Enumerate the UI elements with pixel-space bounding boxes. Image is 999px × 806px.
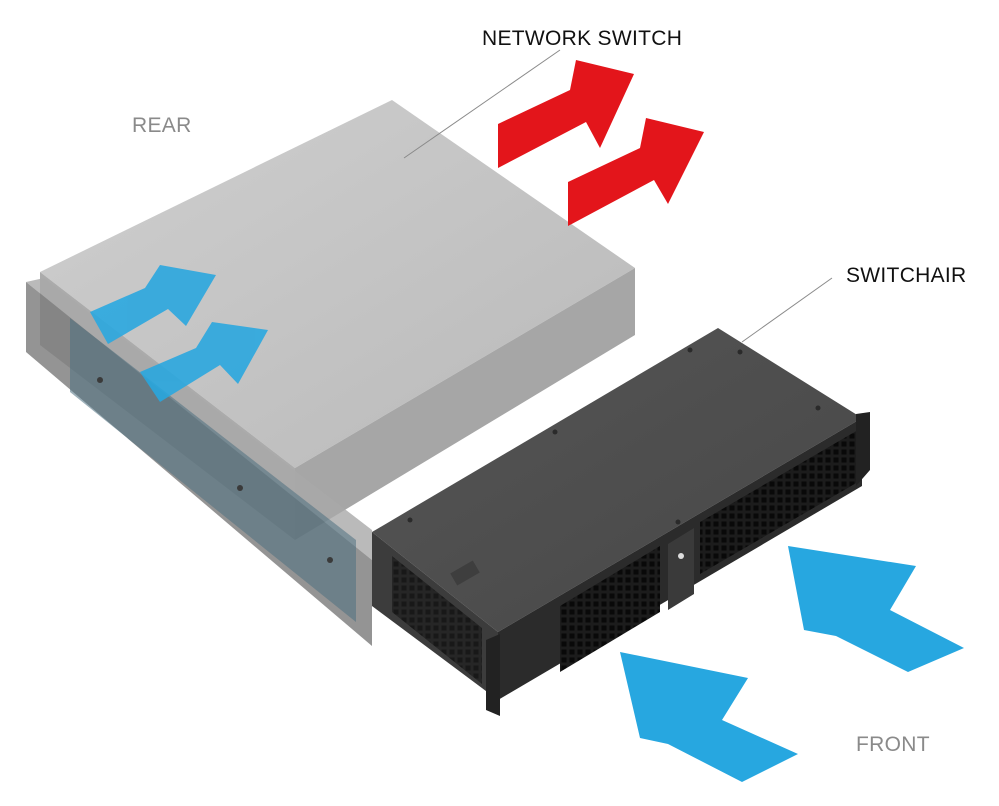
rack-rail [26,278,372,646]
switchair-connector [450,560,480,586]
switchair-label: SWITCHAIR [846,264,967,287]
switchair-vent-right [700,430,858,574]
arrow-icon [140,322,268,402]
network-switch-leader [403,49,561,159]
arrow-icon [620,652,798,782]
vertiv-logo-icon [678,553,684,559]
rail-screw [97,377,103,383]
hot-air-exhaust-arrows [498,60,704,226]
switchair-screw [552,429,558,435]
switchair-screw [687,347,693,353]
switchair-screw [815,405,821,411]
switchair-mount-ear-left [486,634,500,716]
arrow-icon [90,265,216,344]
switchair-vent-left [560,546,660,672]
switchair-screw [407,517,413,523]
front-label: FRONT [856,733,930,756]
switchair-mount-ear-right [856,412,870,486]
arrow-icon [788,546,964,672]
switchair-leader [741,277,833,343]
switchair-screw [675,519,681,525]
arrow-icon [568,118,704,226]
network-switch-right-side [295,268,635,540]
cold-air-intake-arrows-rear [90,265,268,402]
rail-screw [237,485,243,491]
leader-lines [403,49,833,343]
switchair-label-plate [668,528,694,610]
cold-air-intake-arrows-front [620,546,964,782]
switchair-screw [737,349,743,355]
switchair-end-vent [392,556,482,684]
rear-label: REAR [132,114,192,137]
rail-screw [327,557,333,563]
arrow-icon [498,60,634,168]
switchair-top [372,328,862,632]
network-switch-label: NETWORK SWITCH [482,27,683,50]
switchair [372,328,870,716]
